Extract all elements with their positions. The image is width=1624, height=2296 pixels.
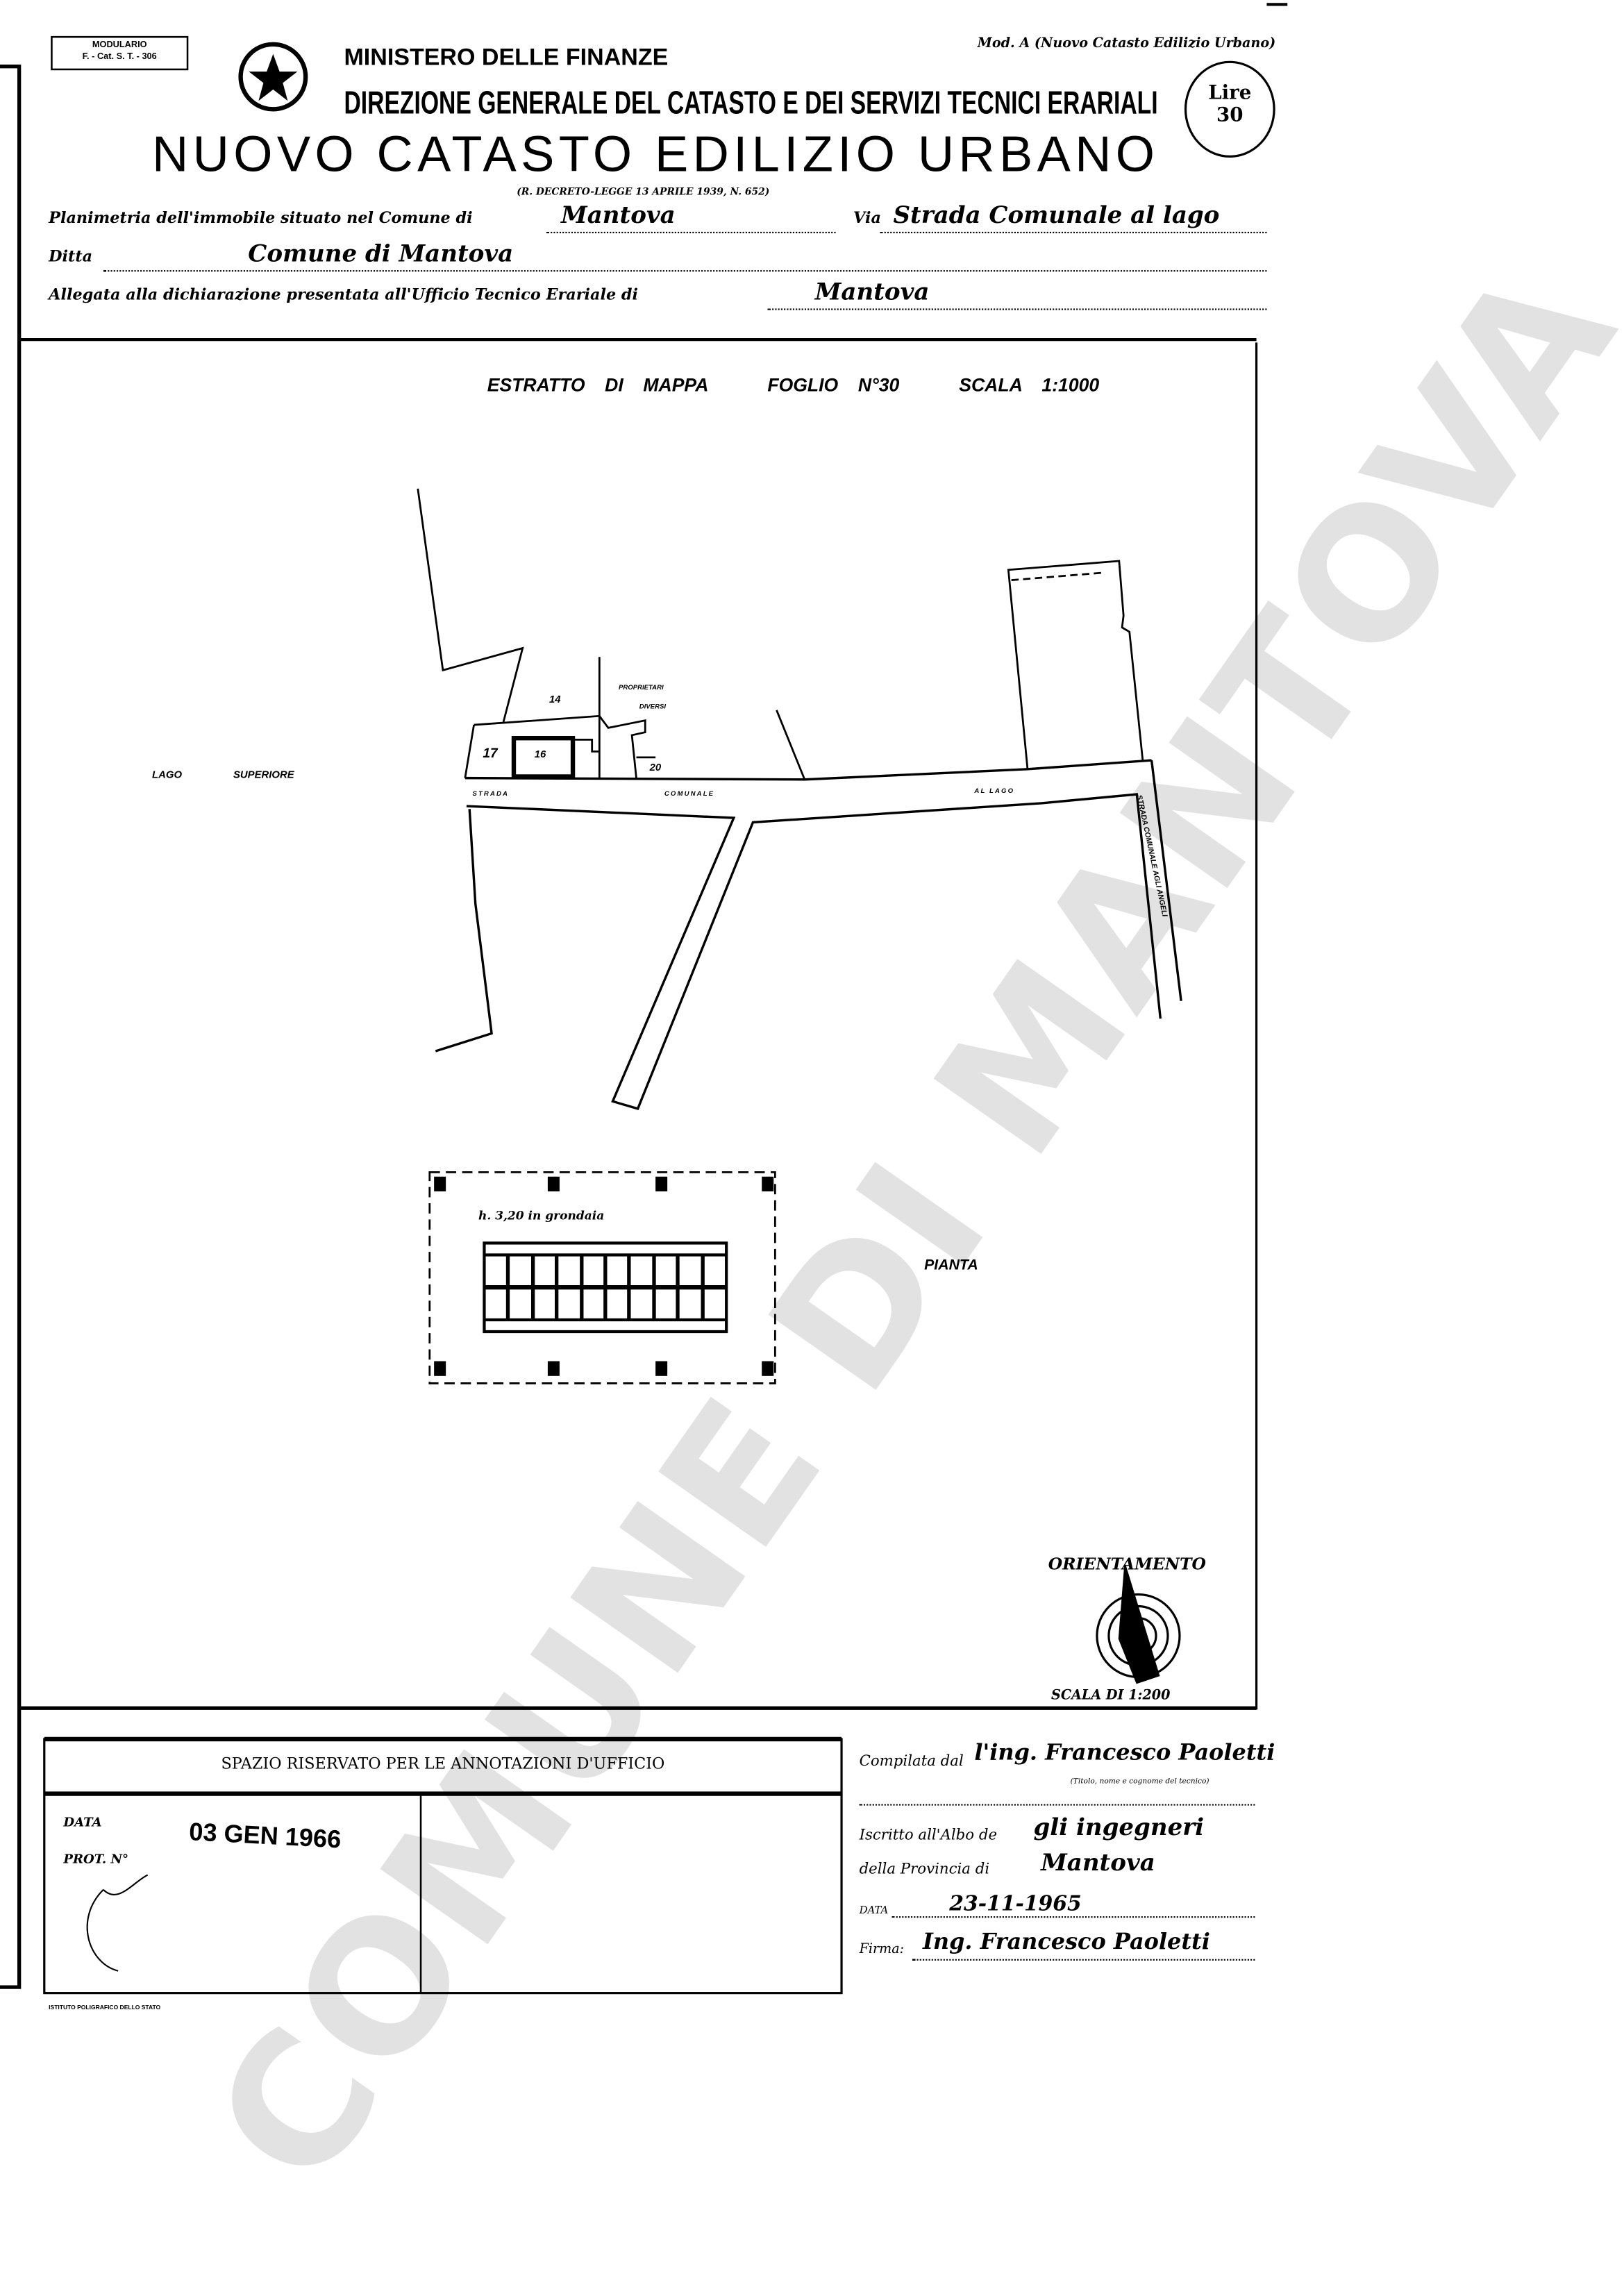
map-road <box>435 759 1182 1110</box>
provincia-label: della Provincia di <box>859 1861 990 1878</box>
modulario-line: MODULARIO <box>92 41 147 51</box>
printer-label: ISTITUTO POLIGRAFICO DELLO STATO <box>49 2003 161 2011</box>
diversi-label: DIVERSI <box>639 703 667 710</box>
office-data-label: DATA <box>63 1816 102 1831</box>
road-label-comunale: COMUNALE <box>664 789 715 798</box>
albo-label: Iscritto all'Albo de <box>859 1827 998 1844</box>
height-note: h. 3,20 in grondaia <box>478 1207 605 1223</box>
orientation-label: ORIENTAMENTO <box>1048 1555 1206 1574</box>
floor-plan <box>428 1171 776 1384</box>
compilata-label: Compilata dal <box>859 1754 964 1770</box>
albo-value: gli ingegneri <box>1033 1813 1205 1841</box>
scale-label: SCALA DI 1:200 <box>1050 1689 1171 1704</box>
superiore-label: SUPERIORE <box>233 770 294 781</box>
ministry-name: MINISTERO DELLE FINANZE <box>344 45 669 72</box>
office-box <box>43 1736 843 1995</box>
parcel-17: 17 <box>483 745 498 761</box>
pillar-markers <box>434 1176 774 1376</box>
parcel-14: 14 <box>549 695 561 706</box>
office-box-title: SPAZIO RISERVATO PER LE ANNOTAZIONI D'UF… <box>221 1755 665 1773</box>
north-compass-icon <box>1096 1564 1181 1684</box>
via-value: Strada Comunale al lago <box>893 201 1220 229</box>
modulario-label: MODULARIO F. - Cat. S. T. - 306 <box>55 40 185 63</box>
modulario-box <box>51 35 189 71</box>
firma-label: Firma: <box>859 1943 905 1958</box>
road-label-strada: STRADA <box>472 789 510 798</box>
tech-data-label: DATA <box>859 1904 889 1917</box>
comune-value: Mantova <box>561 201 676 229</box>
road-label-al-lago: AL LAGO <box>974 787 1015 795</box>
map-parcels <box>417 488 1144 780</box>
tech-data-value: 23-11-1965 <box>949 1893 1082 1917</box>
provincia-value: Mantova <box>1041 1848 1155 1877</box>
lire-value: 30 <box>1216 104 1244 127</box>
title-hint: (Titolo, nome e cognome del tecnico) <box>1070 1777 1209 1786</box>
via-label: Via <box>853 209 881 228</box>
lire-label: Lire <box>1208 83 1252 105</box>
allegata-label: Allegata alla dichiarazione presentata a… <box>49 286 639 305</box>
map-title: ESTRATTO DI MAPPA FOGLIO N°30 SCALA 1:10… <box>487 375 1100 396</box>
ditta-value: Comune di Mantova <box>248 239 514 267</box>
model-label: Mod. A (Nuovo Catasto Edilizio Urbano) <box>977 37 1276 52</box>
page-title: NUOVO CATASTO EDILIZIO URBANO <box>152 126 1160 183</box>
lago-label: LAGO <box>152 770 183 781</box>
ufficio-value: Mantova <box>814 277 930 306</box>
lire-stamp-text: Lire 30 <box>1207 83 1252 127</box>
signature: Ing. Francesco Paoletti <box>923 1928 1210 1955</box>
proprietari-label: PROPRIETARI <box>618 683 664 692</box>
compilata-value: l'ing. Francesco Paoletti <box>974 1738 1275 1766</box>
office-signature <box>86 1874 149 1972</box>
directorate-name: DIREZIONE GENERALE DEL CATASTO E DEI SER… <box>344 84 1158 121</box>
ditta-label: Ditta <box>49 248 93 266</box>
frame-left-line <box>0 65 22 1989</box>
office-prot-label: PROT. N° <box>63 1852 129 1868</box>
parcel-16: 16 <box>534 750 546 761</box>
planimetria-label: Planimetria dell'immobile situato nel Co… <box>49 209 473 228</box>
parcel-20: 20 <box>649 763 662 774</box>
modulario-code: F. - Cat. S. T. - 306 <box>82 53 157 62</box>
decree-reference: (R. DECRETO-LEGGE 13 APRILE 1939, N. 652… <box>517 185 770 198</box>
lire-stamp <box>1184 60 1275 158</box>
italian-emblem-icon <box>238 42 308 112</box>
pianta-label: PIANTA <box>924 1257 978 1275</box>
